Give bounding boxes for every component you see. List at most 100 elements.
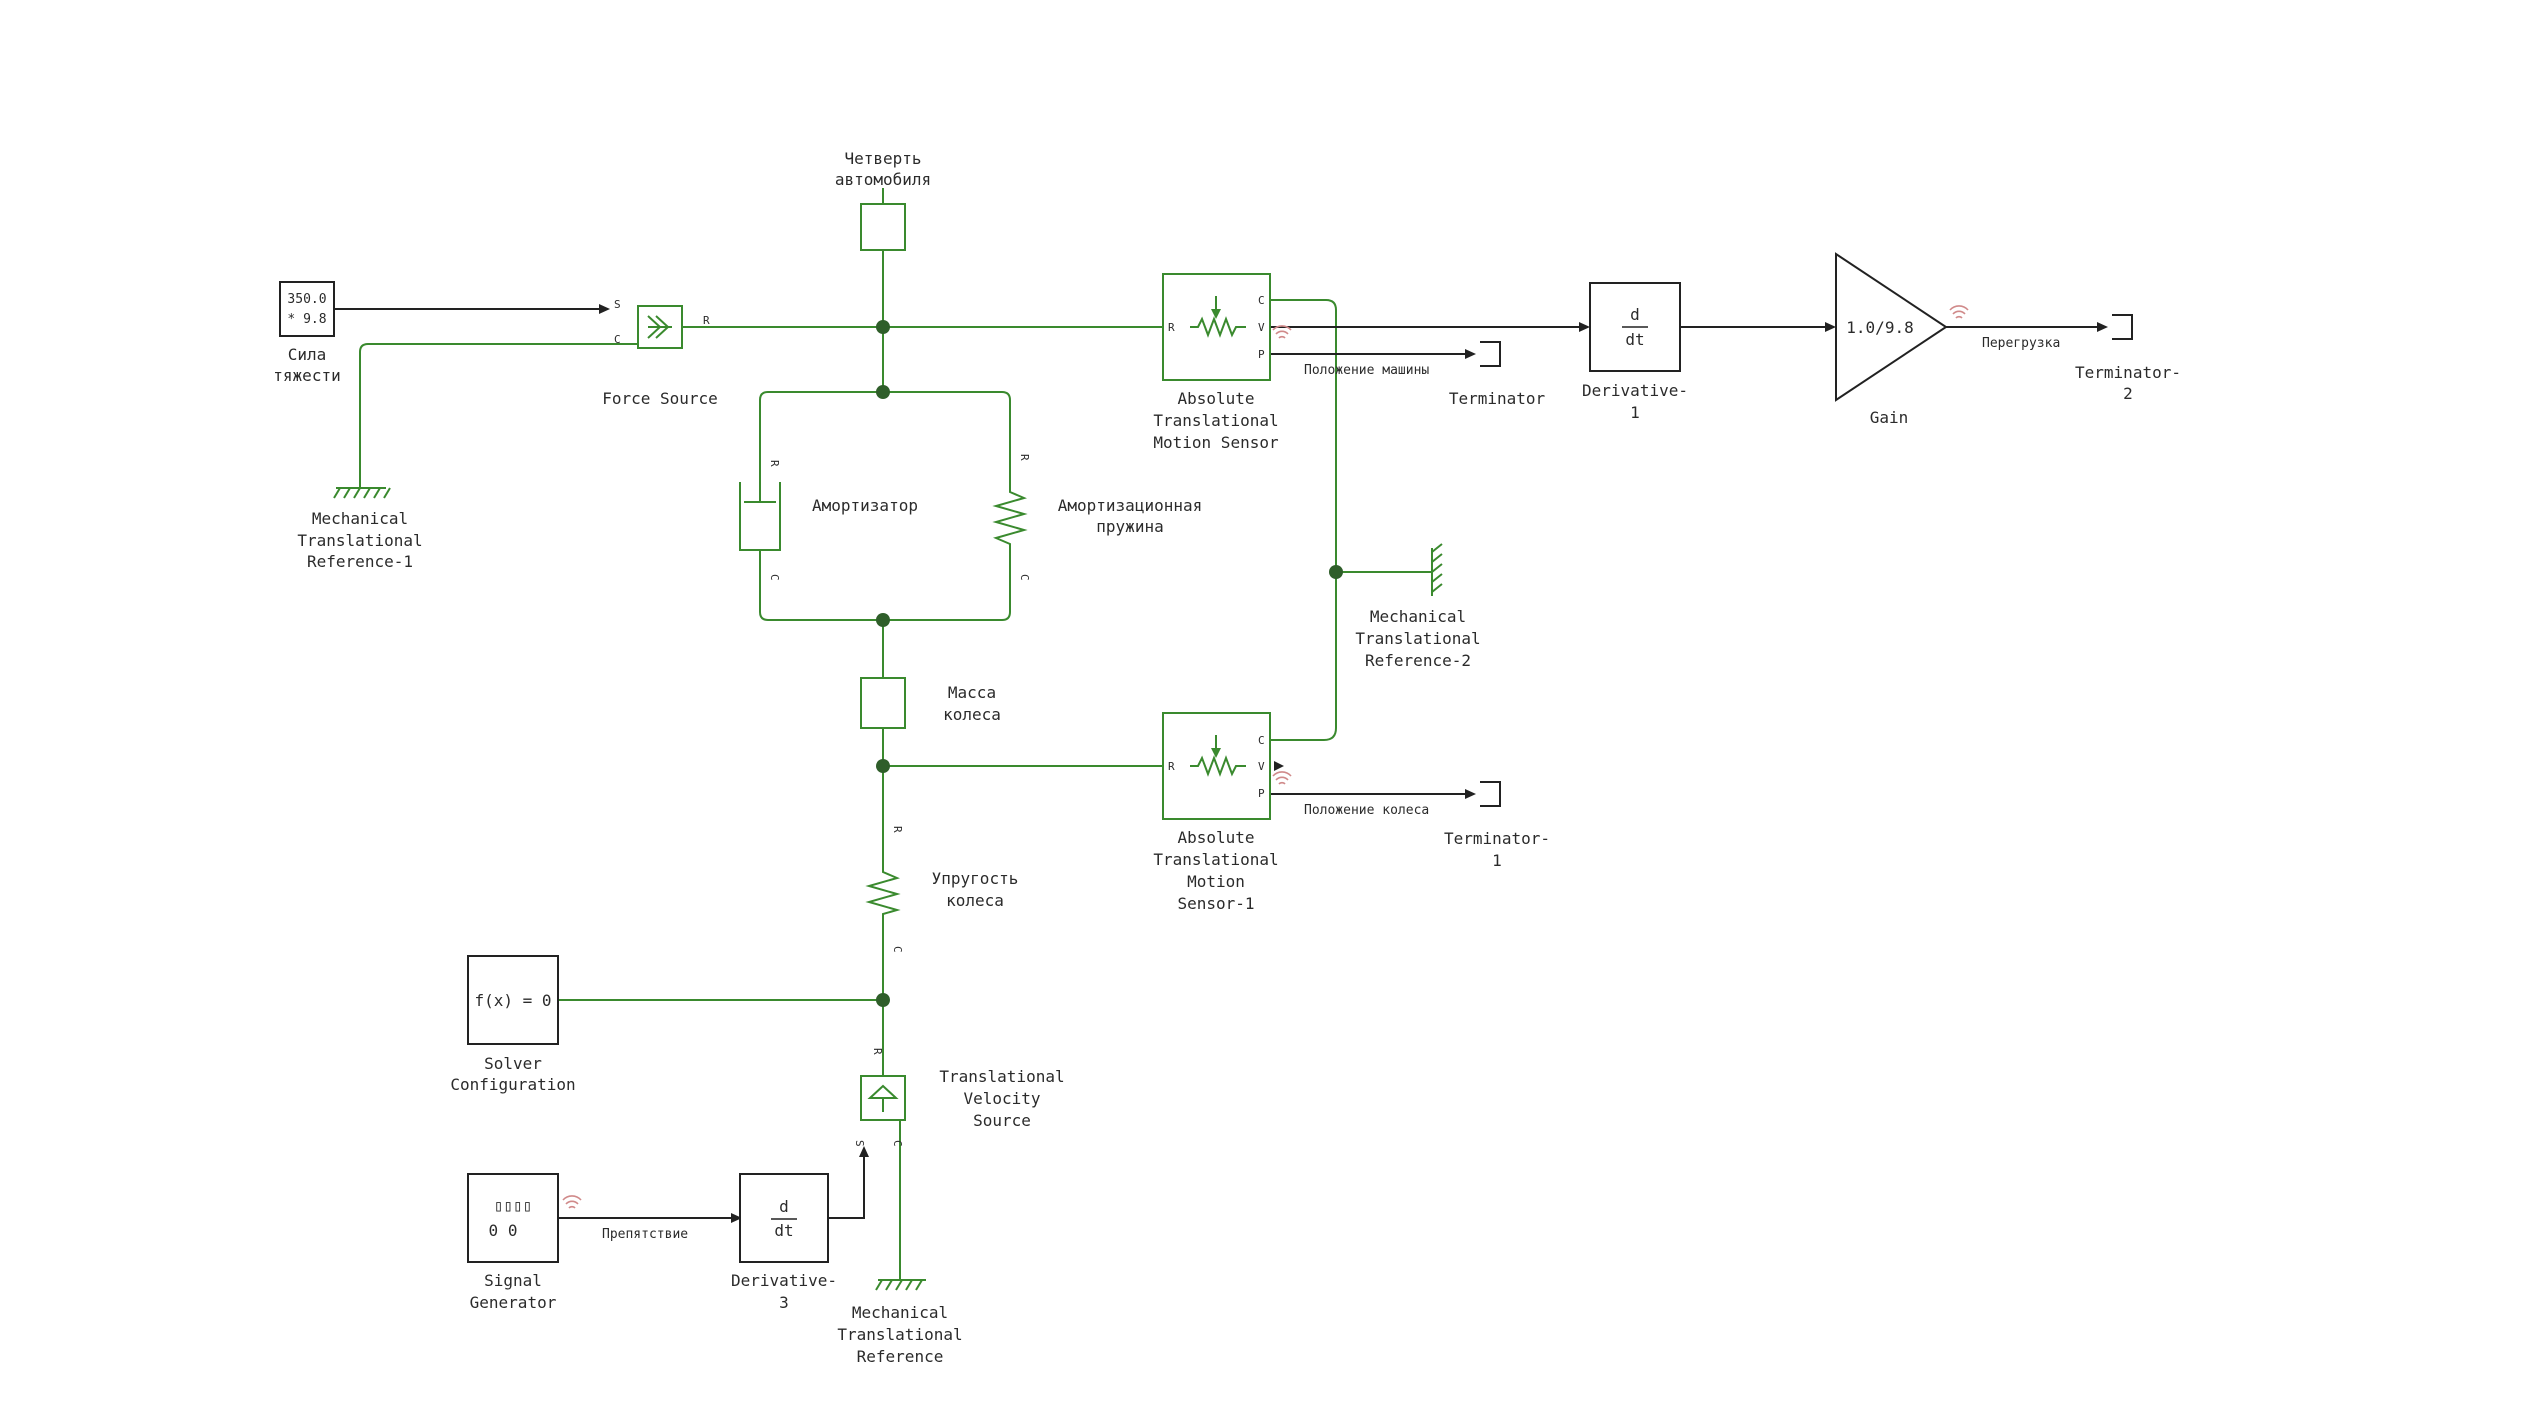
junction-node [876, 993, 890, 1007]
port-s-label: S [614, 298, 621, 311]
mech-ref-block[interactable]: Mechanical Translational Reference [837, 1279, 963, 1366]
force-source-icon [647, 315, 672, 339]
sensor-resistor-icon [1190, 755, 1246, 777]
quarter-car-mass-block[interactable]: Четверть автомобиля [835, 149, 931, 251]
derivative-3-block[interactable]: d dt Derivative- 3 [731, 1173, 837, 1312]
sensor-resistor-icon [1190, 316, 1246, 338]
solver-line2: Configuration [450, 1075, 575, 1094]
arrow-head [1579, 322, 1590, 332]
port-c-label: C [1258, 734, 1265, 747]
port-r-label: R [891, 826, 904, 833]
signal-gen-digits: 0 0 [489, 1221, 518, 1240]
junction-node [1329, 565, 1343, 579]
spring-icon [992, 480, 1028, 550]
signal-gen-line2: Generator [470, 1293, 557, 1312]
derivative3-line2: 3 [779, 1293, 789, 1312]
terminator-label: Terminator [1449, 389, 1546, 408]
wheel-mass-block[interactable]: Масса колеса [860, 677, 1001, 729]
wheel-stiffness-line2: колеса [946, 891, 1004, 910]
sensor-line3: Motion Sensor [1153, 433, 1279, 452]
mech-ref-1-block[interactable]: Mechanical Translational Reference-1 [297, 487, 423, 571]
junction-node [876, 320, 890, 334]
port-c-label: C [891, 946, 904, 953]
sensor1-line3: Motion [1187, 872, 1245, 891]
motion-sensor-block[interactable]: R C V P Absolute Translational Motion Se… [1153, 273, 1292, 452]
port-r-label: R [1168, 321, 1175, 334]
ground-hatch-icon [333, 487, 391, 499]
derivative1-line2: 1 [1630, 403, 1640, 422]
suspension-spring-block[interactable]: R C Амортизационная пружина [992, 454, 1202, 581]
signal-log-icon[interactable] [1949, 305, 1969, 319]
terminator-block[interactable]: Terminator [1449, 341, 1546, 408]
signal-gen-glyphs: ▯▯▯▯ [494, 1196, 533, 1215]
derivative3-to-velocity-line[interactable] [828, 1154, 865, 1219]
terminator-2-block[interactable]: Terminator- 2 [2075, 314, 2181, 403]
junction-nodes [876, 320, 1343, 1007]
derivative3-line1: Derivative- [731, 1271, 837, 1290]
signal-generator-block[interactable]: ▯▯▯▯ 0 0 Signal Generator [467, 1173, 582, 1312]
derivative-1-block[interactable]: d dt Derivative- 1 [1582, 282, 1688, 422]
signal-log-icon[interactable] [562, 1195, 582, 1209]
quarter-car-line1: Четверть [844, 149, 921, 168]
arrow-head [599, 304, 610, 314]
gain-value: 1.0/9.8 [1846, 318, 1913, 337]
arrow-head [1274, 761, 1284, 771]
sensor-line1: Absolute [1177, 389, 1254, 408]
signal-log-icon[interactable] [1272, 325, 1292, 339]
derivative3-den: dt [774, 1221, 793, 1240]
wheel-stiffness-block[interactable]: R C Упругость колеса [865, 826, 1019, 953]
damper-label: Амортизатор [812, 496, 918, 515]
spring-top-link[interactable] [883, 391, 1011, 480]
solver-expr: f(x) = 0 [474, 991, 551, 1010]
port-p-label: P [1258, 787, 1265, 800]
port-s-label: S [853, 1140, 866, 1147]
sensor1-line1: Absolute [1177, 828, 1254, 847]
velocity-source-icon [867, 1084, 899, 1112]
car-position-signal-label: Положение машины [1304, 363, 1429, 378]
derivative1-line1: Derivative- [1582, 381, 1688, 400]
solver-configuration-block[interactable]: f(x) = 0 Solver Configuration [450, 955, 576, 1094]
wheel-position-signal-label: Положение колеса [1304, 803, 1429, 818]
velocity-source-line1: Translational [939, 1067, 1064, 1086]
ground-hatch-icon [875, 1279, 923, 1291]
port-p-label: P [1258, 348, 1265, 361]
gravity-label-line2: тяжести [273, 366, 340, 385]
gain-label: Gain [1870, 408, 1909, 427]
signal-log-icon[interactable] [1272, 771, 1292, 785]
terminator-1-block[interactable]: Terminator- 1 [1444, 781, 1550, 870]
motion-sensor-1-block[interactable]: R C V P Absolute Translational Motion Se… [1153, 712, 1292, 913]
gravity-constant-block[interactable]: 350.0 * 9.8 Сила тяжести [273, 281, 341, 385]
sensors-c-bus[interactable] [1270, 299, 1337, 741]
ground-hatch-icon [1431, 543, 1443, 593]
damper-bottom-link[interactable] [759, 550, 883, 621]
arrow-head [1825, 322, 1836, 332]
arrow-head [859, 1146, 869, 1157]
quarter-car-line2: автомобиля [835, 170, 931, 189]
velocity-source-block[interactable]: R S C Translational Velocity Source [853, 1048, 1065, 1147]
port-r-label: R [703, 314, 710, 327]
physical-connections [359, 250, 1432, 1280]
obstacle-signal-label: Препятствие [602, 1227, 688, 1242]
junction-node [876, 613, 890, 627]
ref1-to-force-link[interactable] [359, 343, 637, 488]
mech-ref-2-block[interactable]: Mechanical Translational Reference-2 [1355, 543, 1481, 670]
wheel-stiffness-line1: Упругость [932, 869, 1019, 888]
damper-block[interactable]: R C Амортизатор [739, 460, 918, 581]
mech-ref-line3: Reference [857, 1347, 944, 1366]
port-r-label: R [1168, 760, 1175, 773]
force-source-block[interactable]: S C R Force Source [602, 298, 718, 408]
spring-bottom-link[interactable] [883, 550, 1011, 621]
gain-block[interactable]: 1.0/9.8 Gain [1835, 252, 1969, 427]
wheel-mass-line2: колеса [943, 705, 1001, 724]
terminator1-line1: Terminator- [1444, 829, 1550, 848]
sensor1-line2: Translational [1153, 850, 1278, 869]
junction-node [876, 385, 890, 399]
gain-triangle-icon [1835, 252, 1948, 402]
gravity-expr-line2: * 9.8 [287, 312, 326, 327]
terminator1-line2: 1 [1492, 851, 1502, 870]
port-c-label: C [1258, 294, 1265, 307]
damper-top-link[interactable] [759, 391, 883, 480]
terminator-icon [2112, 314, 2133, 340]
derivative1-num: d [1630, 305, 1640, 324]
